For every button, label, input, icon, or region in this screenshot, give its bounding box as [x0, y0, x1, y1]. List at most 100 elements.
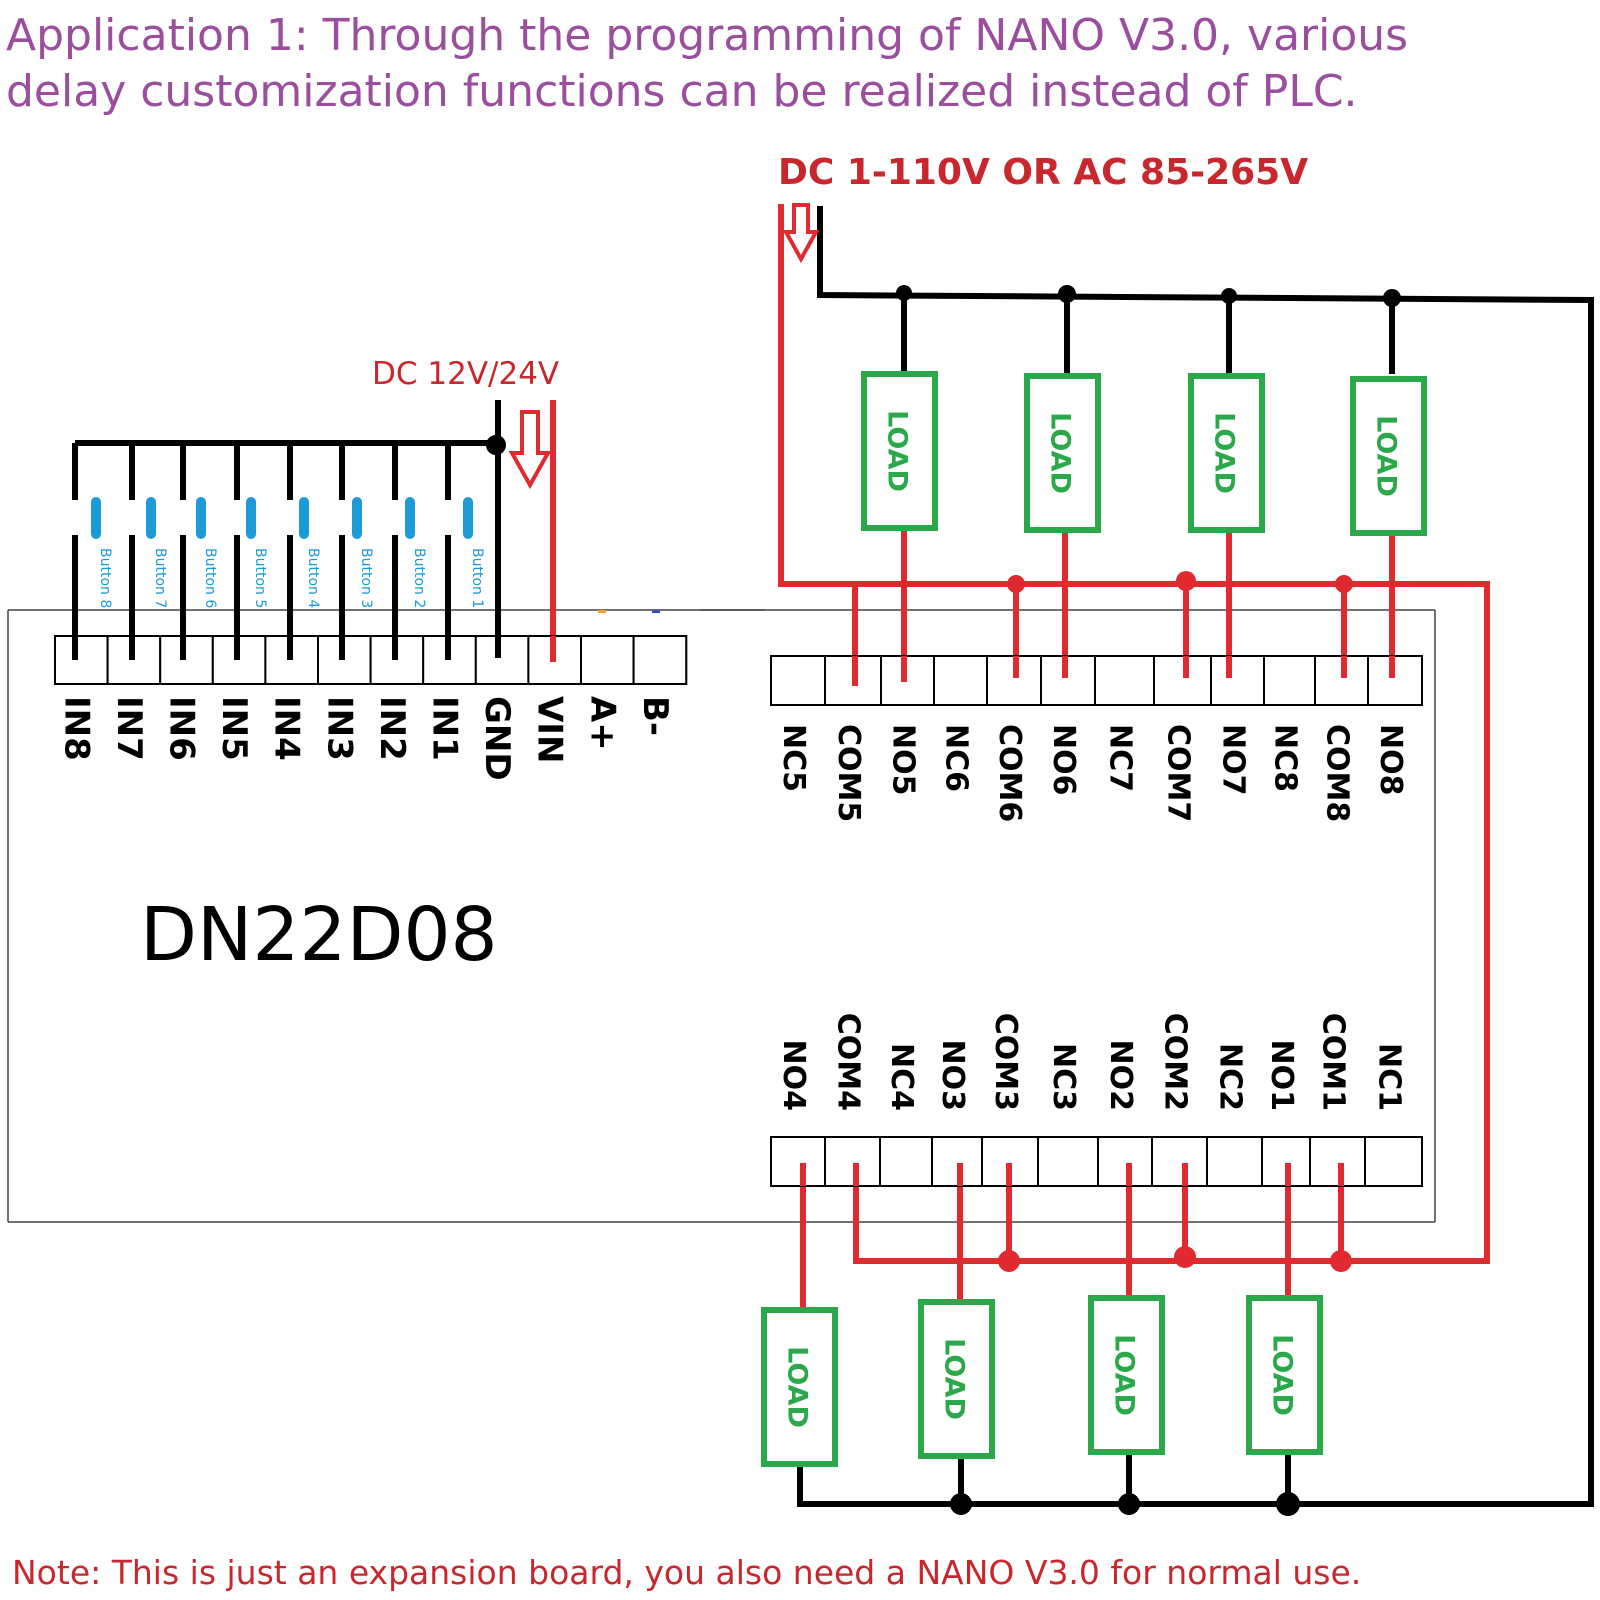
board-edge-marks: [598, 610, 660, 613]
relay-terminal-label: NO2: [1103, 1040, 1138, 1111]
input-terminal-label: B-: [635, 696, 675, 736]
button-label: Button 1: [469, 548, 485, 608]
load-label: LOAD: [1267, 1334, 1298, 1416]
relay-terminal-label: COM1: [1316, 1013, 1351, 1111]
load-box: LOAD: [1024, 373, 1101, 533]
load-box: LOAD: [1350, 376, 1427, 536]
terminal-screw: [1206, 1136, 1263, 1187]
terminal-screw: [1094, 655, 1155, 706]
button-icon: [299, 497, 309, 539]
input-terminal-block: IN8 IN7 IN6 IN5 IN4 IN3 IN2 IN1 GND VIN A+ B-: [54, 635, 688, 781]
terminal-screw: [1263, 655, 1316, 706]
terminal-screw: [1153, 655, 1212, 706]
terminal-screw: [54, 635, 109, 685]
load-label: LOAD: [1371, 415, 1402, 497]
title-line-1: Application 1: Through the programming o…: [6, 10, 1408, 61]
relay-terminal-label: NC4: [884, 1043, 919, 1111]
input-terminal-label: GND: [477, 696, 517, 781]
button-icon: [146, 497, 156, 539]
input-terminal-label: IN1: [425, 696, 465, 761]
load-label: LOAD: [939, 1338, 970, 1420]
load-label: LOAD: [782, 1346, 813, 1428]
load-label: LOAD: [1045, 412, 1076, 494]
terminal-screw: [879, 1136, 933, 1187]
load-box: LOAD: [861, 371, 938, 531]
relay-terminal-label: COM3: [988, 1013, 1023, 1111]
title-line-2: delay customization functions can be rea…: [6, 66, 1358, 117]
relay-terminal-label: COM7: [1161, 724, 1196, 822]
button-icon: [246, 497, 256, 539]
relay-terminal-label: NO6: [1046, 724, 1081, 795]
button-icon: [196, 497, 206, 539]
input-terminal-label: IN8: [56, 696, 96, 761]
relay-terminal-label: NO3: [935, 1040, 970, 1111]
input-terminal-label: IN3: [319, 696, 359, 761]
load-box: LOAD: [1188, 373, 1265, 533]
input-black-wiring: [72, 400, 501, 660]
button-label: Button 4: [305, 548, 321, 608]
board-supply-label: DC 12V/24V: [372, 356, 559, 392]
load-supply-arrow-icon: [782, 203, 820, 264]
relay-terminal-label: COM5: [831, 724, 866, 822]
button-label: Button 7: [152, 548, 168, 608]
relay-terminal-label: COM8: [1320, 724, 1355, 822]
terminal-screw: [770, 1136, 826, 1187]
terminal-screw: [580, 635, 635, 685]
red-junctions: [998, 571, 1353, 1272]
terminal-screw: [1097, 1136, 1153, 1187]
relay-terminal-label: NC8: [1268, 724, 1303, 792]
load-box: LOAD: [1088, 1295, 1165, 1455]
input-terminal-label: IN4: [267, 696, 307, 761]
load-box: LOAD: [761, 1307, 838, 1467]
relay-terminal-label: NC1: [1372, 1043, 1407, 1111]
input-terminal-label: IN5: [214, 696, 254, 761]
relay-terminal-label: NC7: [1103, 724, 1138, 792]
relay-terminal-label: COM2: [1158, 1013, 1193, 1111]
input-terminal-label: VIN: [530, 696, 570, 763]
relay-terminal-label: NC3: [1046, 1043, 1081, 1111]
button-label: Button 8: [97, 548, 113, 608]
terminal-screw: [159, 635, 214, 685]
load-supply-label: DC 1-110V OR AC 85-265V: [778, 152, 1308, 193]
loads-layer: LOAD LOAD LOAD LOAD LOAD LOAD LOAD LOAD: [761, 371, 1427, 1467]
input-terminal-label: IN2: [372, 696, 412, 761]
button-label: Button 3: [358, 548, 374, 608]
load-supply-junctions: [896, 285, 1401, 1516]
relay-terminal-label: COM4: [831, 1013, 866, 1111]
button-icon: [352, 497, 362, 539]
load-supply-black-wiring: [797, 206, 1594, 1507]
relay-terminal-label: NO1: [1264, 1040, 1299, 1111]
terminal-screw: [1037, 1136, 1099, 1187]
relay-terminal-label: NC6: [939, 724, 974, 792]
relay-terminal-label: NC2: [1213, 1043, 1248, 1111]
load-box: LOAD: [1246, 1295, 1323, 1455]
board-model-label: DN22D08: [140, 892, 498, 978]
terminal-screw: [1309, 1136, 1366, 1187]
note-text: Note: This is just an expansion board, y…: [12, 1553, 1361, 1592]
relay-terminal-label: NO4: [776, 1040, 811, 1111]
button-icon: [91, 497, 101, 539]
button-label: Button 2: [411, 548, 427, 608]
terminal-screw: [1364, 1136, 1423, 1187]
relay-terminal-label: COM6: [992, 724, 1027, 822]
input-terminal-label: A+: [582, 696, 622, 751]
terminal-screw: [880, 655, 935, 706]
board-supply-arrow-icon: [508, 410, 552, 490]
relay-terminal-label: NC5: [776, 724, 811, 792]
load-label: LOAD: [1209, 412, 1240, 494]
load-label: LOAD: [1109, 1334, 1140, 1416]
load-label: LOAD: [882, 410, 913, 492]
relay-terminal-label: NO5: [886, 724, 921, 795]
junction-dot: [486, 435, 506, 455]
relay-terminal-label: NO7: [1216, 724, 1251, 795]
button-icon: [405, 497, 415, 539]
terminal-screw: [474, 635, 530, 685]
input-terminal-label: IN6: [162, 696, 202, 761]
terminal-screw: [1210, 655, 1265, 706]
relay-terminal-label: NO8: [1373, 724, 1408, 795]
terminal-screw: [632, 635, 688, 685]
button-label: Button 6: [202, 548, 218, 608]
input-terminal-label: IN7: [109, 696, 149, 761]
